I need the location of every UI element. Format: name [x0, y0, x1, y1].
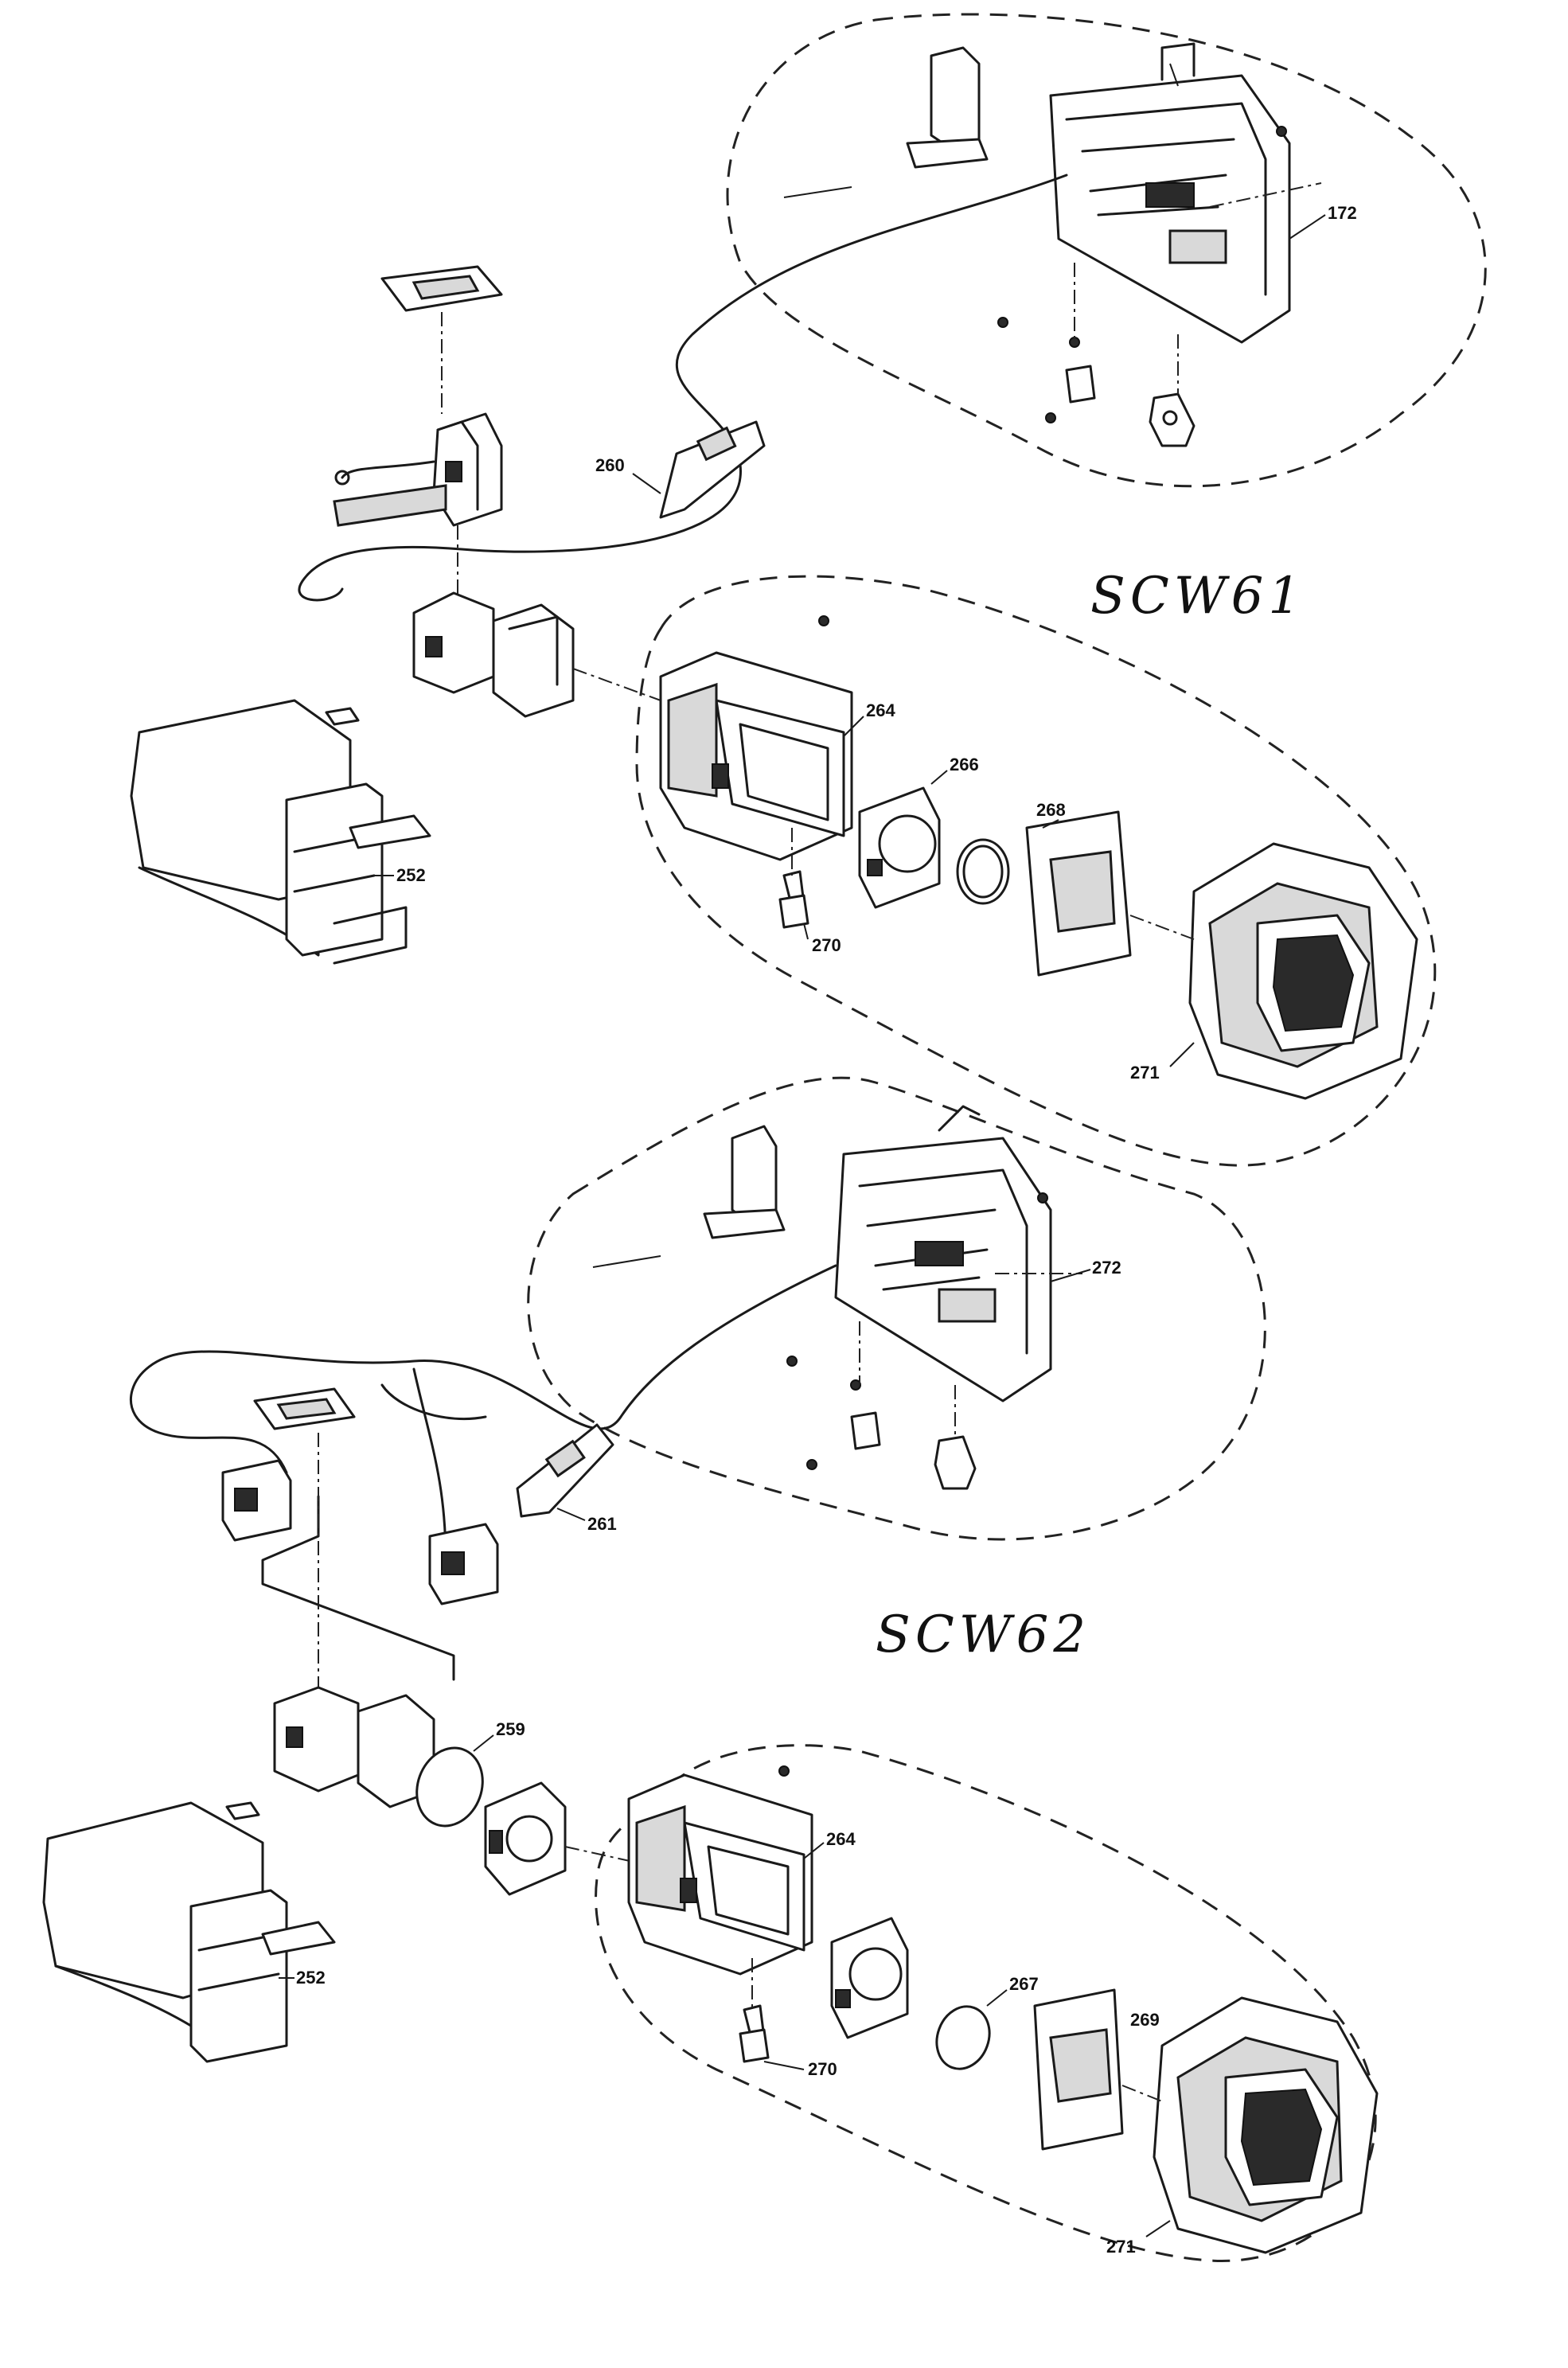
part-264-eyecup-body-upper: [659, 615, 853, 861]
part-260-connector: [659, 420, 766, 519]
label-261: 261: [587, 1514, 617, 1534]
part-hook-upper: [1149, 392, 1196, 447]
leader-172: [1289, 214, 1326, 240]
pin-upper: [783, 186, 852, 198]
part-prism-holder-upper: [412, 591, 575, 718]
label-266: 266: [950, 755, 979, 774]
assembly-scw61: 172 260: [130, 13, 1487, 1167]
label-271-upper: 271: [1130, 1063, 1160, 1083]
part-bracket-clip-upper: [906, 46, 989, 169]
part-270-latch-upper: [778, 870, 809, 929]
part-cover-pad-lower: [253, 1387, 356, 1430]
part-259-disc: [415, 1746, 484, 1828]
label-270-upper: 270: [812, 935, 841, 955]
dashed-group-upper-eyepiece: [635, 575, 1437, 1167]
part-271-rubber-eyecup-lower: [1153, 1996, 1379, 2254]
assembly-scw62: 272 261: [42, 1076, 1379, 2262]
part-264-eyecup-body-lower: [627, 1765, 813, 1976]
flex-cable-upper: [298, 174, 1068, 602]
label-268: 268: [1036, 800, 1066, 820]
part-bracket-clip-lower: [703, 1125, 786, 1239]
part-270-latch-lower: [739, 2004, 770, 2063]
part-prism-holder-lower: [273, 1686, 435, 1808]
part-268-plate-upper: [1025, 810, 1132, 977]
label-270-lower: 270: [808, 2059, 837, 2079]
section-title-scw61: SCW61: [1090, 567, 1305, 626]
label-252-lower: 252: [296, 1968, 326, 1988]
part-252-housing-upper: [130, 699, 431, 965]
dashed-group-lower-eyepiece: [595, 1744, 1377, 2262]
part-lens-holder-lower: [830, 1917, 909, 2039]
section-title-scw62: SCW62: [876, 1605, 1090, 1664]
part-lcd-block-upper: [333, 412, 503, 527]
part-lens-ring-upper: [956, 838, 1010, 905]
label-252-upper: 252: [396, 865, 426, 885]
part-sensor-block-left-lower: [221, 1459, 292, 1542]
label-259: 259: [496, 1719, 525, 1739]
part-272-bracket: [834, 1105, 1052, 1402]
label-264-upper: 264: [866, 700, 895, 720]
label-269: 269: [1130, 2010, 1160, 2030]
part-261-connector: [516, 1423, 614, 1518]
label-260: 260: [595, 455, 625, 475]
part-sensor-block-right-lower: [428, 1523, 499, 1605]
part-269-plate: [1033, 1988, 1124, 2151]
label-272: 272: [1092, 1258, 1121, 1278]
part-hook-lower: [934, 1435, 977, 1490]
dashed-group-lower-bracket: [527, 1076, 1266, 1541]
part-lens-holder-mid-lower: [484, 1781, 567, 1896]
label-172: 172: [1328, 203, 1357, 223]
part-172-bracket: [1049, 42, 1291, 344]
part-252-housing-lower: [42, 1801, 336, 2063]
part-266-lens-holder-upper: [858, 786, 941, 909]
part-267-lens: [935, 2005, 991, 2070]
part-cover-pad-upper: [380, 265, 503, 312]
part-small-clip-upper: [1065, 365, 1096, 404]
label-271-lower: 271: [1106, 2237, 1136, 2257]
pin-lower: [592, 1255, 661, 1268]
part-small-clip-lower: [850, 1411, 881, 1450]
part-271-rubber-eyecup-upper: [1188, 842, 1418, 1100]
flex-cable-lower: [129, 1264, 837, 1474]
label-264-lower: 264: [826, 1829, 856, 1849]
label-267: 267: [1009, 1974, 1039, 1994]
